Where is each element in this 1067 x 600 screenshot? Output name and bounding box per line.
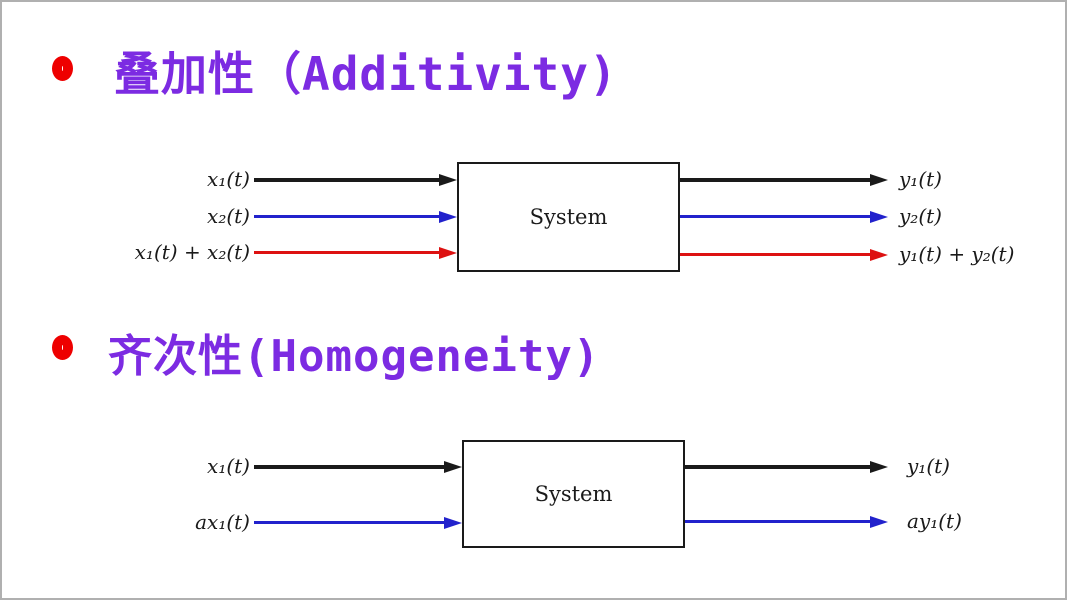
flow-line (685, 465, 870, 469)
output-label: y₁(t) (907, 454, 950, 478)
arrowhead-icon (870, 249, 888, 261)
output-label: y₁(t) + y₂(t) (899, 242, 1015, 266)
arrowhead-icon (444, 517, 462, 529)
system-box: System (462, 440, 685, 548)
arrowhead-icon (870, 174, 888, 186)
section-title-additivity: 叠加性（Additivity) (114, 47, 618, 101)
system-box: System (457, 162, 680, 272)
arrowhead-icon (439, 174, 457, 186)
bullet-ring-icon (52, 56, 73, 81)
output-label: y₁(t) (899, 167, 942, 191)
input-label: x₂(t) (207, 204, 250, 228)
flow-line (254, 178, 440, 182)
arrowhead-icon (870, 516, 888, 528)
arrowhead-icon (870, 461, 888, 473)
arrowhead-icon (439, 247, 457, 259)
input-label: ax₁(t) (195, 510, 250, 534)
section-title-homogeneity: 齐次性(Homogeneity) (108, 331, 601, 382)
arrowhead-icon (870, 211, 888, 223)
input-label: x₁(t) + x₂(t) (134, 240, 250, 264)
flow-line (680, 253, 870, 256)
flow-line (254, 251, 440, 254)
arrowhead-icon (439, 211, 457, 223)
flow-line (685, 520, 870, 523)
bullet-ring-icon (52, 335, 73, 360)
output-label: ay₁(t) (907, 509, 962, 533)
flow-line (254, 215, 440, 218)
flow-line (254, 521, 444, 524)
input-label: x₁(t) (207, 454, 250, 478)
arrowhead-icon (444, 461, 462, 473)
flow-line (680, 178, 870, 182)
flow-line (680, 215, 870, 218)
output-label: y₂(t) (899, 204, 942, 228)
input-label: x₁(t) (207, 167, 250, 191)
flow-line (254, 465, 444, 469)
